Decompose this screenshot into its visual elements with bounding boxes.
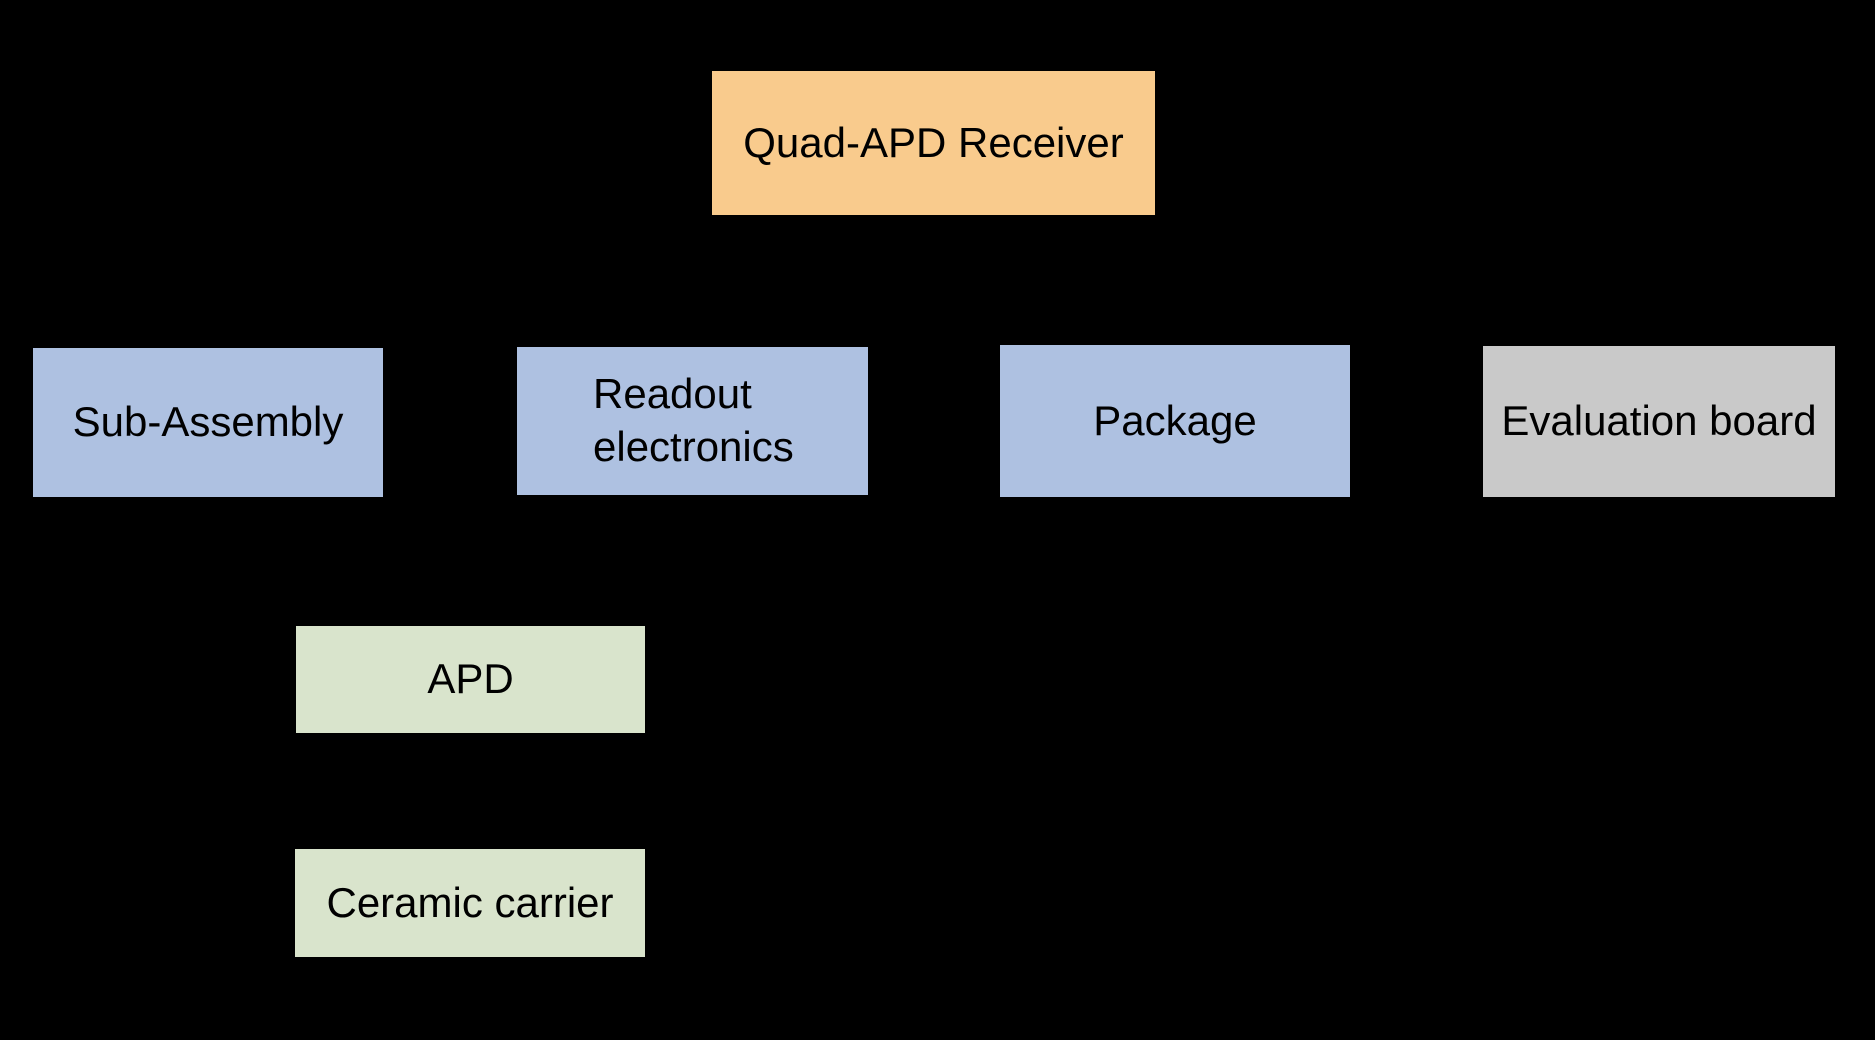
node-label: Evaluation board	[1501, 397, 1817, 445]
node-label: Ceramic carrier	[326, 878, 614, 926]
node-label: Quad-APD Receiver	[743, 118, 1124, 166]
node-label: Package	[1093, 396, 1257, 444]
node-sub-assembly: Sub-Assembly	[33, 348, 383, 497]
node-ceramic-carrier: Ceramic carrier	[295, 849, 645, 957]
node-label: Readout electronics	[593, 370, 794, 470]
node-package: Package	[1000, 345, 1350, 497]
node-label: Sub-Assembly	[72, 398, 344, 446]
node-readout-electronics: Readout electronics	[517, 347, 868, 495]
node-apd: APD	[296, 626, 645, 733]
node-quad-apd-receiver: Quad-APD Receiver	[712, 71, 1155, 215]
node-evaluation-board: Evaluation board	[1483, 346, 1835, 497]
node-label: APD	[427, 655, 514, 703]
